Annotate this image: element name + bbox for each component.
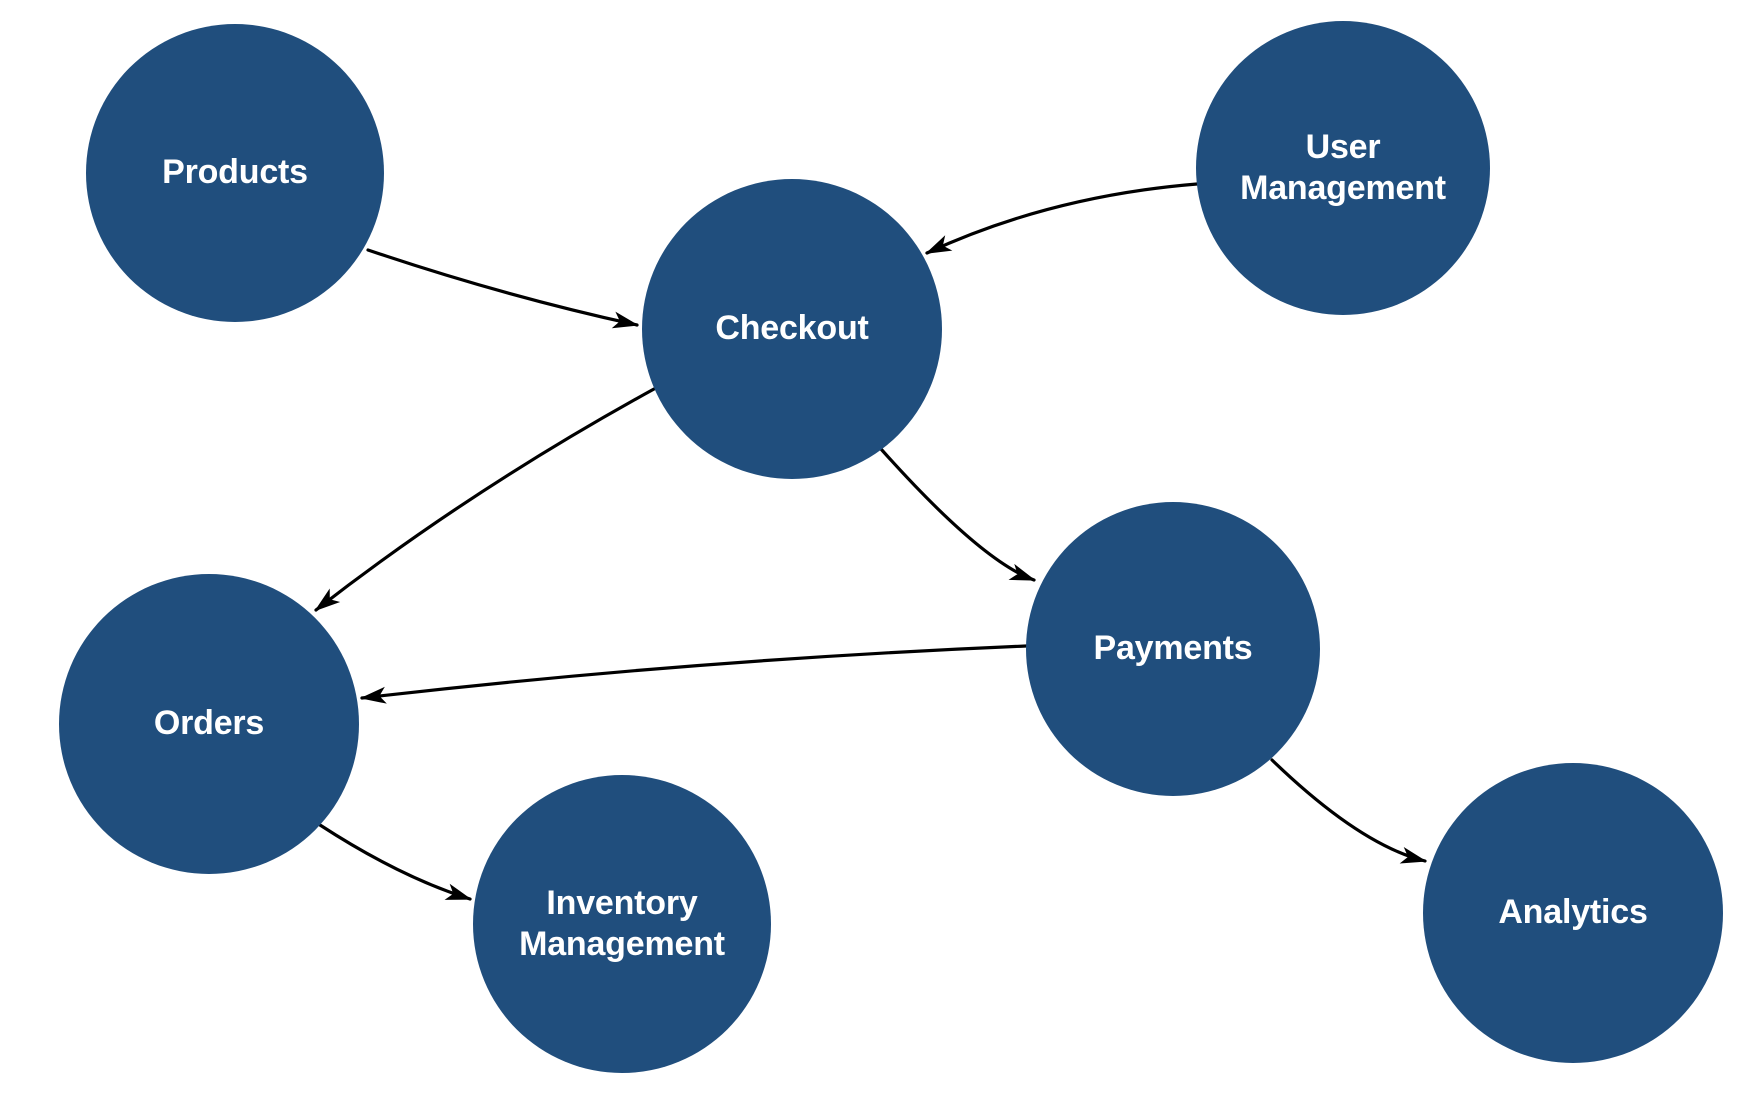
node-checkout[interactable]: Checkout	[642, 179, 942, 479]
edge-products-checkout	[366, 248, 639, 329]
edge-user-management-checkout	[925, 182, 1199, 255]
node-orders[interactable]: Orders	[59, 574, 359, 874]
node-analytics[interactable]: Analytics	[1423, 763, 1723, 1063]
edge-orders-inventory-management	[318, 823, 472, 901]
node-payments[interactable]: Payments	[1026, 502, 1320, 796]
node-products[interactable]: Products	[86, 24, 384, 322]
node-payments-label: Payments	[1093, 629, 1253, 668]
edge-checkout-orders	[314, 387, 656, 612]
node-orders-label: Orders	[153, 704, 265, 743]
edge-payments-analytics	[1270, 758, 1427, 864]
node-user-management[interactable]: User Management	[1196, 21, 1490, 315]
edge-checkout-payments	[879, 447, 1036, 582]
node-products-label: Products	[162, 153, 308, 192]
node-inventory-management[interactable]: Inventory Management	[473, 775, 771, 1073]
node-user-management-label: User Management	[1240, 127, 1446, 207]
edge-payments-orders	[360, 644, 1028, 704]
node-inventory-management-label: Inventory Management	[519, 883, 725, 963]
node-checkout-label: Checkout	[715, 309, 869, 348]
node-analytics-label: Analytics	[1498, 893, 1648, 932]
